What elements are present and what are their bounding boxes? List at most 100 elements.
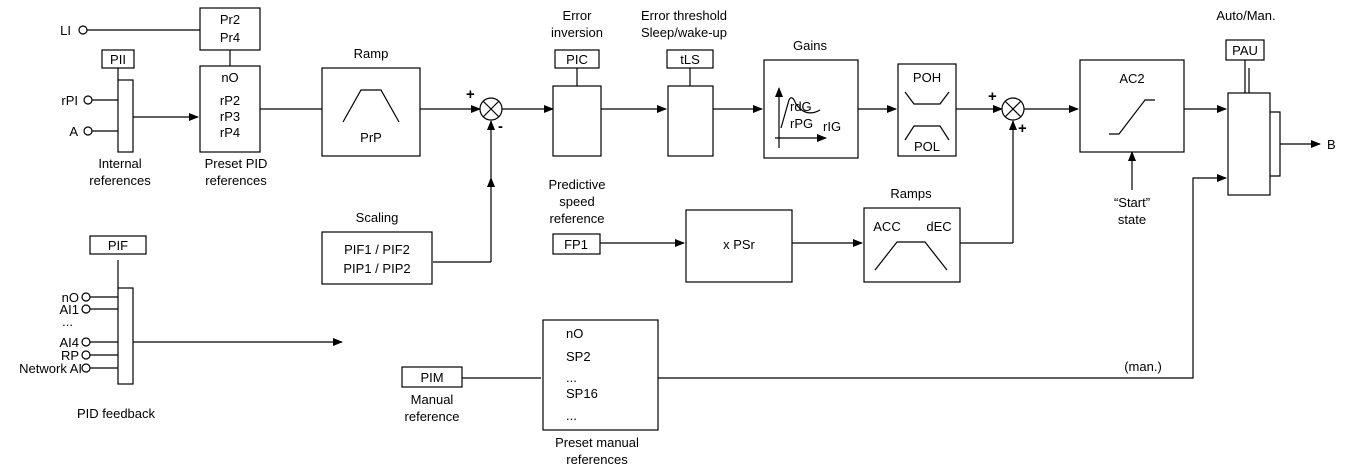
signal-wires xyxy=(87,29,1321,379)
predictive-label-3: reference xyxy=(550,211,605,226)
scaling-title: Scaling xyxy=(356,210,399,225)
param-tls: tLS xyxy=(680,52,700,67)
pol-shape-icon xyxy=(904,125,950,141)
start-state-label: “Start” xyxy=(1114,195,1150,210)
ramps-trapezoid-icon xyxy=(874,241,948,271)
input-terminals: LI rPI A nO AI1 ... AI4 RP Network xyxy=(19,23,93,376)
auto-manual-block: Auto/Man. PAU B xyxy=(1216,8,1336,196)
input-ai4[interactable]: AI4 xyxy=(59,335,91,350)
scaling-pif: PIF1 / PIF2 xyxy=(344,242,410,257)
param-pii-box[interactable] xyxy=(101,49,135,69)
input-network-ai-label: Network AI xyxy=(19,361,82,376)
pid-feedback-label: PID feedback xyxy=(77,406,156,421)
input-ellipsis: ... xyxy=(62,314,73,329)
input-ai1[interactable]: AI1 xyxy=(59,302,91,317)
gains-box xyxy=(763,59,859,159)
input-rpi-label: rPI xyxy=(61,93,78,108)
input-ai4-label: AI4 xyxy=(59,335,79,350)
ramp-trapezoid-icon xyxy=(342,89,400,123)
gains-title: Gains xyxy=(793,38,827,53)
sum-cross-icon xyxy=(482,100,500,118)
input-no[interactable]: nO xyxy=(62,290,91,305)
auto-man-switch[interactable] xyxy=(1227,92,1271,196)
param-tls-box[interactable] xyxy=(666,49,714,69)
gains-rig: rIG xyxy=(823,119,841,134)
xpsr-box xyxy=(685,209,793,283)
ramps-block: Ramps ACC dEC xyxy=(863,186,961,283)
preset-pid-label: Preset PID xyxy=(205,156,268,171)
limit-pol: POL xyxy=(914,139,940,154)
ramp-title: Ramp xyxy=(354,46,389,61)
ac2-box xyxy=(1079,59,1185,153)
input-rpi[interactable]: rPI xyxy=(61,93,93,108)
xpsr-label: x PSr xyxy=(723,237,755,252)
preset-manual-box xyxy=(542,319,659,431)
predictive-block: Predictive speed reference FP1 x PSr xyxy=(548,177,793,283)
error-inversion-block: Error inversion PIC xyxy=(551,8,603,157)
param-pau: PAU xyxy=(1232,43,1258,58)
param-pic-box[interactable] xyxy=(554,49,600,69)
gains-block: Gains rdG rIG rPG xyxy=(763,38,859,159)
sum2-plus-left: + xyxy=(988,88,997,105)
scaling-pip: PIP1 / PIP2 xyxy=(343,261,410,276)
error-threshold-title-2: Sleep/wake-up xyxy=(641,25,727,40)
limit-poh: POH xyxy=(913,70,941,85)
input-no-label: nO xyxy=(62,290,79,305)
input-rp[interactable]: RP xyxy=(61,348,91,363)
input-network-ai[interactable]: Network AI xyxy=(19,361,91,376)
error-threshold-title: Error threshold xyxy=(641,8,727,23)
error-threshold-box xyxy=(667,85,714,157)
predictive-label-2: speed xyxy=(559,194,594,209)
error-inversion-title: Error xyxy=(563,8,593,23)
preset-item-rp4: rP4 xyxy=(220,125,240,140)
internal-refs-selector: PII Internal references xyxy=(89,49,151,188)
preset-item-rp2: rP2 xyxy=(220,93,240,108)
input-a-label: A xyxy=(69,124,78,139)
auto-man-title: Auto/Man. xyxy=(1216,8,1275,23)
ramps-dec: dEC xyxy=(926,219,951,234)
manual-item-no: nO xyxy=(566,326,583,341)
param-pif: PIF xyxy=(108,238,128,253)
error-inversion-box xyxy=(552,85,602,157)
param-pr2: Pr2 xyxy=(220,12,240,27)
input-li-label: LI xyxy=(60,23,71,38)
param-fp1: FP1 xyxy=(564,237,588,252)
param-pic: PIC xyxy=(566,52,588,67)
summing-junction-1: + - xyxy=(466,86,503,135)
manual-path-label: (man.) xyxy=(1124,359,1162,374)
internal-refs-label-2: references xyxy=(89,173,151,188)
limits-box xyxy=(897,63,957,157)
sum1-plus-sign: + xyxy=(466,86,475,103)
ramps-box xyxy=(863,207,961,283)
start-state-label-2: state xyxy=(1118,212,1146,227)
ac2-label: AC2 xyxy=(1119,71,1144,86)
input-li[interactable]: LI xyxy=(60,23,88,38)
pid-feedback-selector: PIF PID feedback xyxy=(77,235,156,421)
param-pim: PIM xyxy=(420,370,443,385)
input-a[interactable]: A xyxy=(69,124,93,139)
gains-rdg: rdG xyxy=(790,99,812,114)
gains-rpg: rPG xyxy=(790,116,813,131)
preset-item-rp3: rP3 xyxy=(220,109,240,124)
manual-ref-label: Manual xyxy=(411,392,454,407)
scaling-box xyxy=(321,231,433,285)
param-pim-box[interactable] xyxy=(401,366,463,388)
manual-item-sp16: SP16 xyxy=(566,386,598,401)
manual-ref-label-2: reference xyxy=(405,409,460,424)
param-fp1-box[interactable] xyxy=(552,233,601,255)
preset-item-no: nO xyxy=(221,70,238,85)
error-threshold-block: Error threshold Sleep/wake-up tLS xyxy=(641,8,727,157)
summing-junction-2: + + xyxy=(988,88,1027,137)
scaling-block: Scaling PIF1 / PIF2 PIP1 / PIP2 xyxy=(321,210,433,285)
param-pr2-pr4-box[interactable] xyxy=(199,7,261,51)
preset-manual-label: Preset manual xyxy=(555,435,639,450)
sum2-cross-icon xyxy=(1004,100,1022,118)
ramp-prp: PrP xyxy=(360,130,382,145)
poh-shape-icon xyxy=(904,91,950,105)
gains-response-icon xyxy=(780,97,821,129)
feedback-switch xyxy=(117,287,134,385)
ramps-title: Ramps xyxy=(890,186,932,201)
param-pif-box[interactable] xyxy=(89,235,147,255)
ramp-box xyxy=(321,67,421,157)
